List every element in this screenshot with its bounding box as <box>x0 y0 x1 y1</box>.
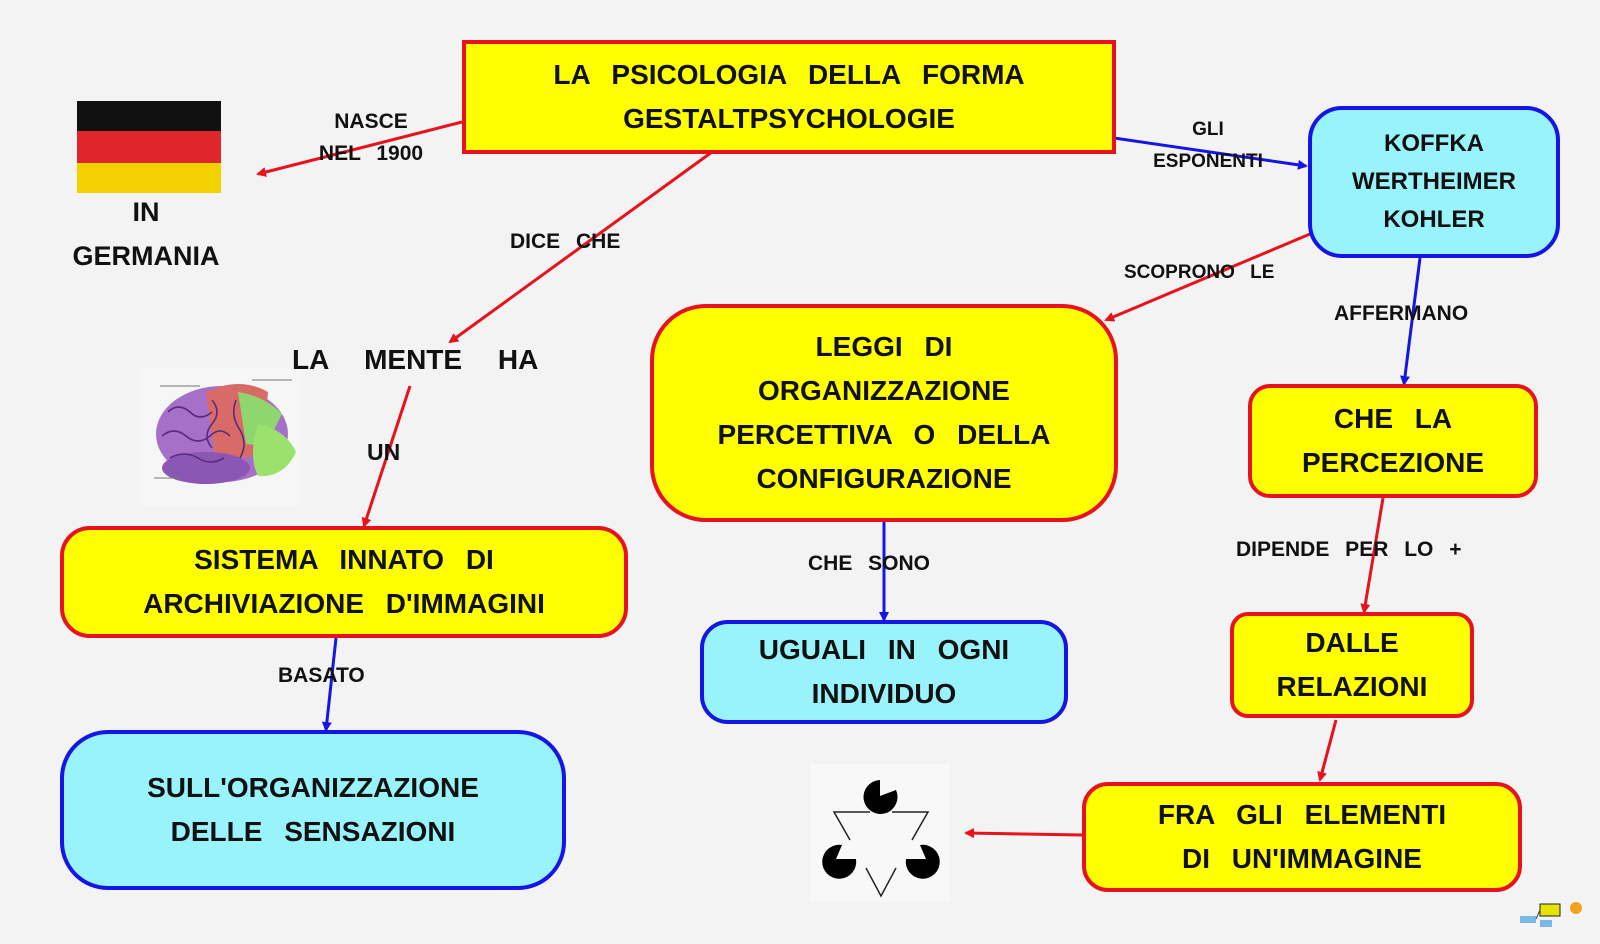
node-title: LA PSICOLOGIA DELLA FORMA GESTALTPSYCHOL… <box>462 40 1116 154</box>
connector-scoprono <box>1104 232 1311 322</box>
node-sistema: SISTEMA INNATO DI ARCHIVIAZIONE D'IMMAGI… <box>60 526 628 638</box>
connector-dipende <box>1360 497 1385 614</box>
node-sensazioni: SULL'ORGANIZZAZIONE DELLE SENSAZIONI <box>60 730 566 890</box>
connector-esponenti <box>1113 136 1308 170</box>
label-scoprono-le: SCOPRONO LE <box>1124 262 1275 283</box>
label-gli-esponenti: GLI ESPONENTI <box>1153 119 1263 172</box>
label-nasce: NASCE NEL 1900 <box>318 110 424 165</box>
label-un: UN <box>367 439 401 465</box>
connector-basato <box>321 637 338 732</box>
node-esponenti: KOFFKA WERTHEIMER KOHLER <box>1308 106 1560 258</box>
node-uguali: UGUALI IN OGNI INDIVIDUO <box>700 620 1068 724</box>
connector-immagine <box>964 828 1083 839</box>
brain-image <box>140 368 300 506</box>
germany-flag-image <box>77 101 221 193</box>
connector-nasce <box>256 120 463 177</box>
node-percezione: CHE LA PERCEZIONE <box>1248 384 1538 498</box>
node-elementi: FRA GLI ELEMENTI DI UN'IMMAGINE <box>1082 782 1522 892</box>
connector-relazioni <box>1317 719 1338 782</box>
label-dipende: DIPENDE PER LO + <box>1236 538 1462 561</box>
connector-un <box>361 385 412 528</box>
label-in-germania: IN GERMANIA <box>72 197 220 271</box>
node-leggi: LEGGI DI ORGANIZZAZIONE PERCETTIVA O DEL… <box>650 304 1118 522</box>
label-che-sono: CHE SONO <box>808 552 931 575</box>
label-basato: BASATO <box>278 664 365 687</box>
node-relazioni: DALLE RELAZIONI <box>1230 612 1474 718</box>
connector-affermano <box>1400 257 1422 386</box>
label-affermano: AFFERMANO <box>1334 302 1469 325</box>
label-la-mente-ha: LA MENTE HA <box>292 344 539 375</box>
label-dice-che: DICE CHE <box>510 230 621 253</box>
connector-dice-che <box>448 150 713 344</box>
mappe-logo-image <box>1520 902 1582 927</box>
kanizsa-triangle-image <box>810 764 950 902</box>
